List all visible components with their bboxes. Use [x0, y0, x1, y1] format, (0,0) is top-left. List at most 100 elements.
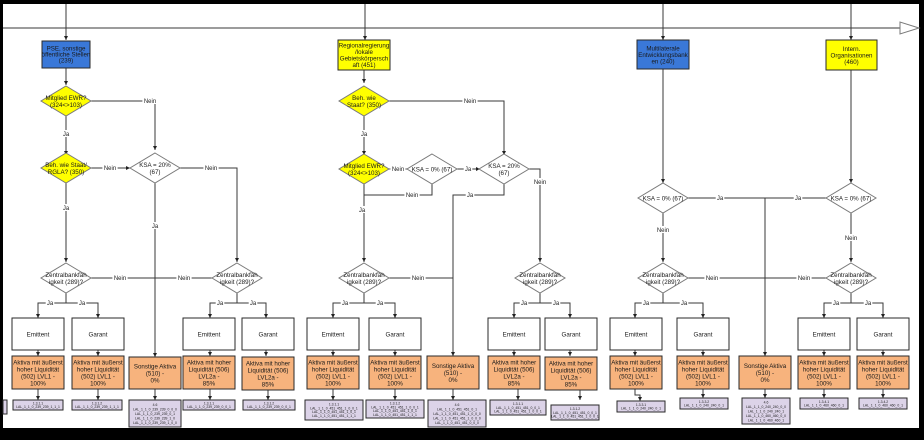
result-lvl2a-text: Aktiva mit hoher — [492, 359, 536, 366]
emittent-box[interactable]: Emittent — [609, 317, 663, 351]
edge-label-bg — [831, 299, 841, 306]
id-box[interactable]: 1.3.1.2LAL_1_1_0_451_451_1_0_0_1LAL_1_1_… — [365, 399, 425, 419]
garant-box[interactable]: Garant — [676, 317, 730, 351]
garant-box[interactable]: Garant — [241, 317, 295, 351]
id-box-shape — [489, 399, 547, 416]
decision-rgla-ksa20[interactable]: KSA = 20%(67) — [478, 153, 530, 185]
decision-rgla-ksa0[interactable]: KSA = 0% (67) — [406, 153, 458, 185]
decision-io-ksa0[interactable]: KSA = 0% (67) — [825, 182, 877, 214]
entity-mdb-text: Multilaterale — [646, 45, 680, 52]
decision-mdb-ksa0[interactable]: KSA = 0% (67) — [637, 182, 689, 214]
entity-rgla-shape — [337, 39, 391, 71]
emittent-box[interactable]: Emittent — [11, 317, 65, 351]
result-lvl1-text: 100% — [325, 380, 341, 387]
id-box[interactable]: 4.6LAL_1_1_0_451_451_0_1LAL_1_1_0_451_45… — [427, 399, 487, 428]
emittent-box[interactable]: Emittent — [487, 317, 541, 351]
id-box-text: LAL_1_1_0_240_240_0_0 — [746, 405, 786, 409]
id-box-text: LAL_1_1_0_239_239_0_0_0 — [133, 408, 177, 412]
result-sonstige-shape — [128, 356, 182, 390]
garant-box[interactable]: Garant — [71, 317, 125, 351]
edge-label-bg — [112, 274, 128, 281]
result-sonstige[interactable]: Sonstige Aktiva(510) -0% — [426, 355, 480, 390]
decision-pse-ewr[interactable]: Mitglied EWR?(324<>103) — [40, 85, 92, 117]
emittent-box-text: Emittent — [813, 331, 836, 338]
id-box-text: LAL_1_1_0_451_451_1_0_0_1 — [551, 415, 599, 419]
decision-pse-ksa20-shape — [129, 152, 181, 184]
decision-pse-zb-left-shape — [40, 262, 92, 294]
entity-io-text: Intern. — [843, 46, 861, 53]
edge-label: Ja — [865, 301, 872, 307]
entity-io-text: (460) — [844, 59, 858, 66]
id-box-shape — [616, 400, 666, 413]
garant-box[interactable]: Garant — [368, 317, 422, 351]
result-lvl2a-text: 85% — [565, 381, 578, 388]
edge — [540, 302, 571, 318]
id-box[interactable]: 4.6LAL_1_1_0_240_240_0_0LAL_1_1_0_240_24… — [741, 397, 791, 425]
result-sonstige[interactable]: Sonstige Aktiva(510) -0% — [738, 355, 792, 390]
emittent-box-shape — [487, 317, 541, 351]
decision-rgla-ewr[interactable]: Mitglied EWR?(324<>103) — [338, 153, 390, 185]
id-box[interactable]: 1.3.1.1LAL_1_1_0_451_451_1_0_0_1LAL_1_1_… — [304, 399, 364, 421]
decision-pse-ksa20[interactable]: KSA = 20%(67) — [129, 152, 181, 184]
entity-io-shape — [825, 39, 878, 71]
id-box-text: LAL_1_1_0_239_239_1_0 — [135, 416, 175, 420]
id-box[interactable]: 4.6LAL_1_1_0_239_239_0_0_0LAL_1_1_0_239_… — [128, 399, 182, 428]
id-box[interactable]: 1.3.1.2LAL_1_1_0_451_451_0_0_1LAL_1_1_0_… — [550, 404, 600, 421]
garant-box[interactable]: Garant — [544, 317, 598, 351]
garant-box[interactable]: Garant — [856, 317, 910, 351]
result-lvl2a-text: Liquidität (506) — [189, 366, 230, 373]
arrowhead-icon — [763, 352, 767, 356]
edge-label-bg — [61, 130, 71, 137]
entity-rgla[interactable]: Regionalregierung/lokaleGebietskörpersch… — [337, 39, 391, 71]
id-box-text: 1.3.1.1 — [329, 403, 339, 407]
decision-pse-staat[interactable]: Beh. wie Staat/RGLA? (350) — [40, 152, 92, 184]
edge-label: Ja — [217, 301, 224, 307]
edge-label-bg — [793, 194, 803, 201]
emittent-box[interactable]: Emittent — [797, 317, 851, 351]
arrowhead-icon — [235, 258, 239, 262]
entity-rgla-text: Gebietskörpersch — [340, 56, 389, 63]
edge-label-bg — [641, 299, 651, 306]
emittent-box[interactable]: Emittent — [306, 317, 360, 351]
result-sonstige[interactable]: Sonstige Aktiva(510) -0% — [128, 356, 182, 390]
decision-pse-ksa20-text: KSA = 20% — [139, 162, 171, 169]
arrowhead-icon — [393, 314, 397, 318]
edge-label: Nein — [845, 236, 857, 242]
id-box[interactable]: 1.3.1.1LAL_1_1_0_451_451_0_0_1LAL_1_1_0_… — [489, 399, 547, 416]
arrowhead-icon — [36, 352, 40, 356]
entity-io[interactable]: Intern.Organisationen(460) — [825, 39, 878, 71]
edge-label-bg — [203, 164, 219, 171]
emittent-box[interactable]: Emittent — [182, 317, 236, 351]
edge — [180, 167, 238, 262]
